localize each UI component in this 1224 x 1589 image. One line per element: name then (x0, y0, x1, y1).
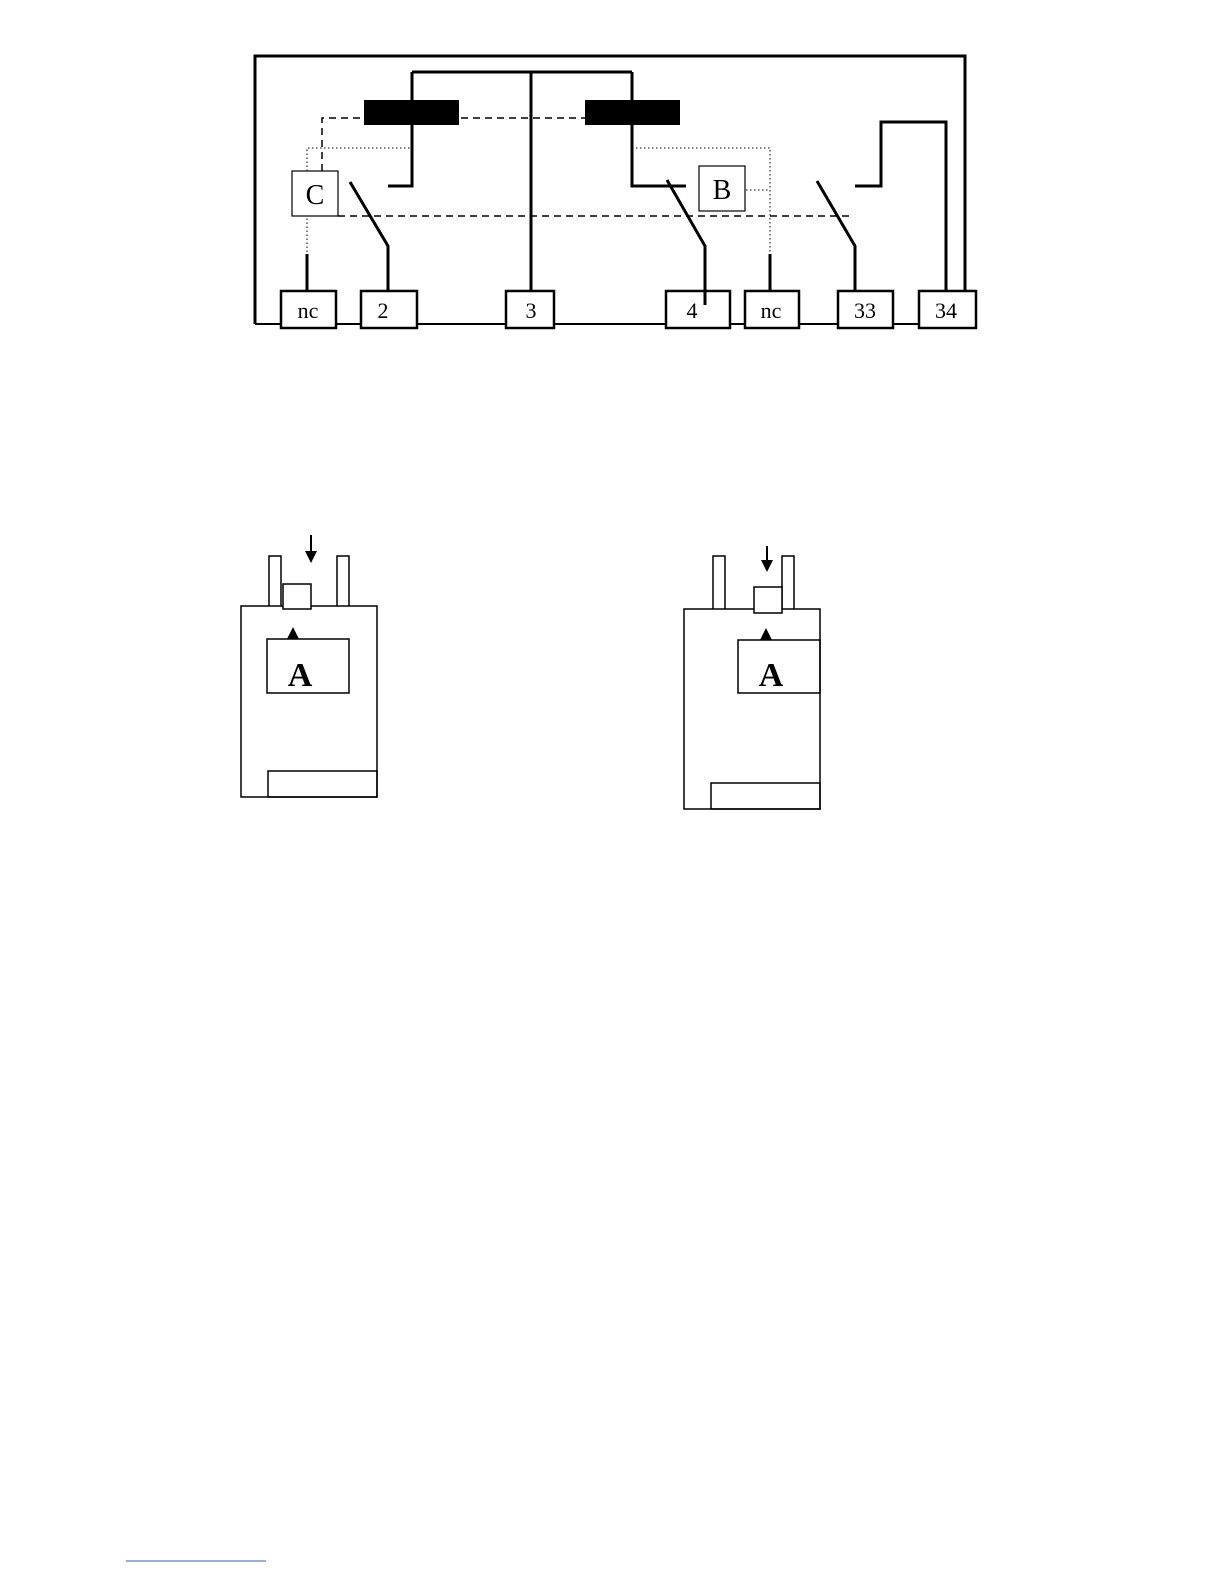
terminal-label-34: 34 (935, 298, 957, 323)
terminal-label-4: 4 (687, 298, 698, 323)
terminal-label-2: 2 (378, 298, 389, 323)
device-left-button (283, 584, 311, 609)
device-left-prong-right (337, 556, 349, 606)
linkage-dashed-top (322, 118, 585, 171)
device-left-bottom-strip (268, 771, 377, 797)
terminal-label-33: 33 (854, 298, 876, 323)
device-right-prong-left (713, 556, 725, 609)
terminal-label-nc-right: nc (761, 298, 782, 323)
enclosure-outline (255, 56, 965, 324)
contact-left-moving (350, 182, 388, 296)
device-right-up-arrow-icon (760, 628, 772, 640)
component-b-label: B (713, 175, 732, 206)
device-left-prong-left (269, 556, 281, 606)
component-c-label: C (306, 180, 325, 211)
device-right-bottom-strip (711, 783, 820, 809)
terminal-box-2 (361, 291, 417, 328)
terminal-label-nc-left: nc (298, 298, 319, 323)
device-left-up-arrow-icon (287, 627, 299, 639)
contact-34-fixed (855, 122, 946, 296)
schematic (255, 56, 976, 328)
device-right-body (684, 609, 820, 809)
contact-left-fixed (388, 125, 412, 186)
contact-right-fixed (632, 125, 686, 186)
device-left-body (241, 606, 377, 797)
device-right-down-arrow-icon (761, 560, 773, 572)
terminal-box-4 (666, 291, 730, 328)
device-left-label: A (288, 657, 313, 694)
contact-33-moving (817, 181, 855, 296)
actuator-bar-right (585, 100, 680, 125)
terminal-label-3: 3 (526, 298, 537, 323)
device-left-down-arrow-icon (305, 551, 317, 563)
device-right-prong-right (782, 556, 794, 609)
device-right-label: A (759, 657, 784, 694)
actuator-bar-left (364, 100, 459, 125)
device-right (684, 546, 820, 809)
device-right-button (754, 587, 782, 613)
